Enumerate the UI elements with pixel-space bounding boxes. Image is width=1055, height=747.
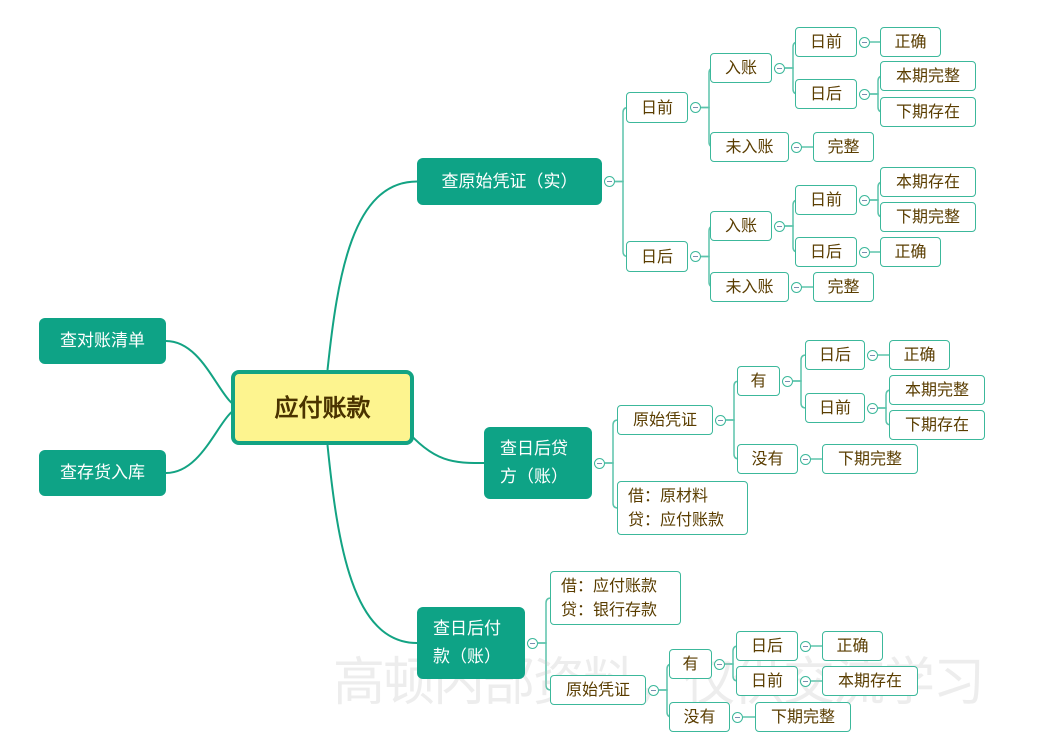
collapse-toggle-icon[interactable] [859, 88, 870, 100]
node-b2[interactable]: 借：原材料 贷：应付账款 [617, 481, 748, 535]
node-a1a[interactable]: 入账 [710, 53, 772, 83]
node-b1[interactable]: 原始凭证 [617, 405, 713, 435]
node-a1b[interactable]: 未入账 [710, 132, 789, 162]
collapse-toggle-icon[interactable] [527, 637, 538, 649]
node-c[interactable]: 查日后付 款（账） [417, 607, 525, 679]
node-c2a[interactable]: 有 [669, 649, 712, 679]
node-l1[interactable]: 查对账清单 [39, 318, 166, 364]
node-a1a2b[interactable]: 下期存在 [880, 97, 976, 127]
node-a2b1[interactable]: 完整 [813, 272, 874, 302]
node-a2a2[interactable]: 日后 [795, 237, 857, 267]
connector-l1 [165, 340, 242, 409]
node-a2[interactable]: 日后 [626, 241, 688, 272]
node-b1a1a[interactable]: 正确 [889, 340, 950, 370]
root-node[interactable]: 应付账款 [231, 370, 414, 445]
node-a[interactable]: 查原始凭证（实） [417, 158, 602, 205]
collapse-toggle-icon[interactable] [732, 711, 743, 723]
collapse-toggle-icon[interactable] [714, 658, 725, 670]
node-c2a2[interactable]: 日前 [736, 666, 798, 696]
node-a1a1[interactable]: 日前 [795, 27, 857, 57]
collapse-toggle-icon[interactable] [800, 640, 811, 652]
collapse-toggle-icon[interactable] [604, 176, 615, 187]
collapse-toggle-icon[interactable] [774, 220, 785, 232]
collapse-toggle-icon[interactable] [859, 36, 870, 48]
node-l2[interactable]: 查存货入库 [39, 450, 166, 496]
node-c2a1a[interactable]: 正确 [822, 631, 883, 661]
node-a1[interactable]: 日前 [626, 92, 688, 123]
connector-l2 [165, 406, 242, 474]
collapse-toggle-icon[interactable] [791, 281, 802, 293]
node-a2a1[interactable]: 日前 [795, 185, 857, 215]
node-a1a1a[interactable]: 正确 [880, 27, 941, 57]
node-c2b[interactable]: 没有 [669, 702, 730, 732]
collapse-toggle-icon[interactable] [800, 675, 811, 687]
node-b1a2b[interactable]: 下期存在 [889, 410, 985, 440]
node-b1b[interactable]: 没有 [737, 444, 798, 474]
node-a2a1b[interactable]: 下期完整 [880, 202, 976, 232]
collapse-toggle-icon[interactable] [690, 102, 701, 113]
collapse-toggle-icon[interactable] [859, 246, 870, 258]
collapse-toggle-icon[interactable] [774, 62, 785, 74]
node-b1a2a[interactable]: 本期完整 [889, 375, 985, 405]
node-b1a1[interactable]: 日后 [805, 340, 865, 370]
node-b[interactable]: 查日后贷 方（账） [484, 427, 592, 499]
node-c2a2a[interactable]: 本期存在 [822, 666, 918, 696]
collapse-toggle-icon[interactable] [782, 375, 793, 387]
collapse-toggle-icon[interactable] [648, 684, 659, 696]
collapse-toggle-icon[interactable] [791, 141, 802, 153]
node-a1a2[interactable]: 日后 [795, 79, 857, 109]
node-a1a2a[interactable]: 本期完整 [880, 61, 976, 91]
node-a1b1[interactable]: 完整 [813, 132, 874, 162]
collapse-toggle-icon[interactable] [594, 457, 605, 469]
connector-a [326, 180, 418, 371]
node-b1a[interactable]: 有 [737, 366, 780, 396]
node-c2a1[interactable]: 日后 [736, 631, 798, 661]
node-a2b[interactable]: 未入账 [710, 272, 789, 302]
node-a2a1a[interactable]: 本期存在 [880, 167, 976, 197]
node-b1b1[interactable]: 下期完整 [822, 444, 918, 474]
node-a2a2a[interactable]: 正确 [880, 237, 941, 267]
collapse-toggle-icon[interactable] [715, 414, 726, 426]
collapse-toggle-icon[interactable] [690, 251, 701, 262]
node-b1a2[interactable]: 日前 [805, 393, 865, 423]
connector-b [403, 426, 485, 464]
node-c1[interactable]: 借：应付账款 贷：银行存款 [550, 571, 681, 625]
collapse-toggle-icon[interactable] [867, 402, 878, 414]
node-a2a[interactable]: 入账 [710, 211, 772, 241]
node-c2b1[interactable]: 下期完整 [755, 702, 851, 732]
node-c2[interactable]: 原始凭证 [550, 675, 646, 705]
connector-c [326, 444, 418, 644]
collapse-toggle-icon[interactable] [867, 349, 878, 361]
collapse-toggle-icon[interactable] [859, 194, 870, 206]
collapse-toggle-icon[interactable] [800, 453, 811, 465]
